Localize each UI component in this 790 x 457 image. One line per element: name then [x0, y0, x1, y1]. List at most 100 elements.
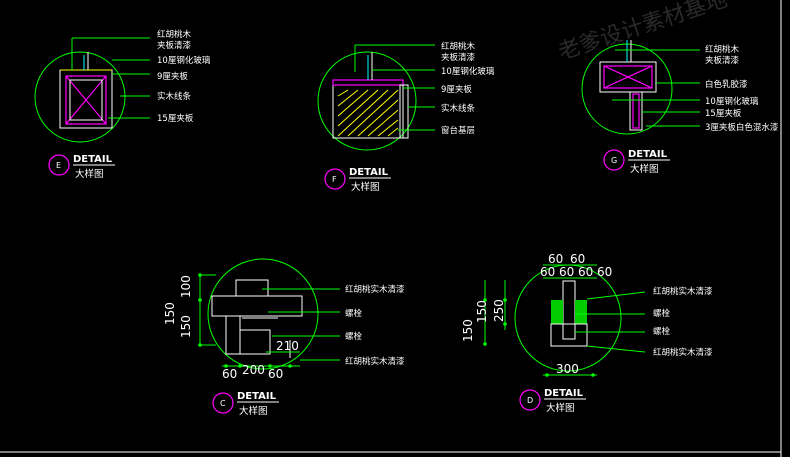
detail-d-dim-v-1: 150: [475, 300, 489, 323]
detail-c-circle: [207, 258, 319, 370]
detail-g-header-box: [599, 61, 657, 93]
detail-c-hdim-dot-1: [224, 364, 228, 368]
detail-d-dim-b: 300: [556, 362, 579, 376]
detail-d: 60 60 60 60 60 60 150 150 250 300 红胡桃实木清…: [461, 252, 713, 414]
detail-d-vdim-dot-1: [483, 298, 487, 302]
detail-g-title: DETAIL: [628, 149, 668, 160]
detail-f-trim: [399, 84, 409, 139]
detail-g-label-5: 15厘夹板: [705, 108, 742, 119]
detail-e-title: DETAIL: [73, 154, 113, 165]
detail-d-vdim-dot-3: [503, 298, 507, 302]
detail-g: 红胡桃木 夹板清漆 白色乳胶漆 10厘钢化玻璃 15厘夹板 3厘夹板白色混水漆 …: [581, 40, 779, 175]
detail-d-tag: D: [527, 396, 533, 405]
detail-d-leader-4: [586, 345, 646, 353]
detail-c-title: DETAIL: [237, 391, 277, 402]
detail-c-hdim-dot-4: [288, 364, 292, 368]
detail-g-post: [629, 91, 643, 131]
detail-d-base: [550, 323, 588, 347]
detail-d-tag-circle: [519, 389, 541, 411]
detail-c-label-4: 红胡桃实木清漆: [345, 356, 405, 367]
detail-c-vdim-dot-1: [198, 273, 202, 277]
detail-c-bottom-block: [239, 329, 271, 355]
detail-c-left-leg: [225, 315, 241, 355]
detail-c-dim-right: 210: [276, 339, 299, 353]
detail-c-label-3: 螺栓: [345, 331, 363, 342]
detail-f-circle: [317, 51, 417, 151]
detail-g-label-1: 红胡桃木: [705, 44, 740, 55]
detail-d-right-pad: [575, 300, 587, 324]
detail-d-label-1: 红胡桃实木清漆: [653, 286, 713, 297]
detail-d-title: DETAIL: [544, 388, 584, 399]
detail-g-post-inner: [632, 93, 640, 129]
detail-d-dim-t1-1: 60: [548, 252, 563, 266]
detail-f-label-1: 红胡桃木: [441, 41, 476, 52]
detail-c-tag: C: [220, 399, 226, 408]
detail-c-tag-circle: [212, 392, 234, 414]
detail-g-tag: G: [611, 156, 617, 165]
detail-d-label-3: 螺栓: [653, 326, 671, 337]
detail-f: 红胡桃木 夹板清漆 10厘钢化玻璃 9厘夹板 实木线条 窗台基层 F DETAI…: [317, 41, 495, 193]
detail-c-hdim-dot-2: [238, 364, 242, 368]
detail-c-label-1: 红胡桃实木清漆: [345, 284, 405, 295]
detail-e-tag-circle: [48, 154, 70, 176]
detail-c-subtitle: 大样图: [239, 405, 268, 417]
detail-e-label-4: 9厘夹板: [157, 71, 188, 82]
detail-f-label-4: 9厘夹板: [441, 84, 472, 95]
detail-e-label-2: 夹板清漆: [157, 40, 192, 51]
detail-e-label-5: 实木线条: [157, 91, 192, 102]
detail-d-dim-t2-4: 60: [597, 265, 612, 279]
detail-d-dim-t2-2: 60: [559, 265, 574, 279]
detail-e-circle: [34, 51, 126, 143]
detail-c-dim-b-2: 200: [242, 363, 265, 377]
detail-e-core: [69, 79, 103, 121]
detail-d-label-2: 螺栓: [653, 308, 671, 319]
detail-f-title: DETAIL: [349, 167, 389, 178]
detail-c-dim-v-outer: 150: [163, 302, 177, 325]
detail-d-label-4: 红胡桃实木清漆: [653, 347, 713, 358]
detail-d-dim-t2-1: 60: [540, 265, 555, 279]
detail-c-top-block: [235, 279, 269, 297]
detail-d-hdim-dot-2: [591, 373, 595, 377]
detail-d-left-pad: [551, 300, 563, 324]
detail-g-label-2: 夹板清漆: [705, 55, 740, 66]
detail-e-label-3: 10厘钢化玻璃: [157, 55, 211, 66]
detail-d-dim-t2-3: 60: [578, 265, 593, 279]
detail-c-dim-v-2: 150: [179, 315, 193, 338]
detail-f-tag-circle: [324, 168, 346, 190]
detail-g-cross-2: [603, 65, 653, 89]
detail-d-center-post: [562, 280, 576, 340]
detail-d-subtitle: 大样图: [546, 402, 575, 414]
detail-c-cross-bar: [211, 295, 303, 317]
detail-e-tag: E: [56, 161, 61, 170]
detail-c-label-2: 螺栓: [345, 308, 363, 319]
detail-c-dim-b-3: 60: [268, 367, 283, 381]
detail-c: 150 100 150 60 200 60 210 红胡桃实木清漆 螺栓 螺栓 …: [163, 258, 405, 417]
detail-e-label-6: 15厘夹板: [157, 113, 194, 124]
detail-g-tag-circle: [603, 149, 625, 171]
detail-f-label-6: 窗台基层: [441, 125, 475, 136]
detail-g-label-6: 3厘夹板白色混水漆: [705, 122, 779, 133]
detail-c-vdim-dot-3: [198, 343, 202, 347]
detail-e: 红胡桃木 夹板清漆 10厘钢化玻璃 9厘夹板 实木线条 15厘夹板 E DETA…: [34, 29, 211, 180]
detail-d-vdim-dot-2: [483, 342, 487, 346]
detail-c-dim-b-1: 60: [222, 367, 237, 381]
detail-f-label-3: 10厘钢化玻璃: [441, 66, 495, 77]
detail-d-dim-v-outer: 150: [461, 319, 475, 342]
detail-d-vdim-dot-4: [503, 322, 507, 326]
detail-d-dim-v-2: 250: [492, 299, 506, 322]
detail-g-subtitle: 大样图: [630, 163, 659, 175]
detail-d-leader-1: [586, 291, 646, 300]
detail-g-label-4: 10厘钢化玻璃: [705, 96, 759, 107]
detail-f-label-5: 实木线条: [441, 103, 476, 114]
detail-e-inner-frame: [65, 75, 107, 125]
detail-f-hatch: [337, 89, 399, 137]
detail-f-tag: F: [332, 175, 337, 184]
detail-e-cross-2: [65, 75, 107, 125]
detail-d-dim-t1-2: 60: [570, 252, 585, 266]
detail-e-subtitle: 大样图: [75, 168, 104, 180]
detail-f-cap: [332, 79, 404, 86]
detail-c-vdim-dot-2: [198, 298, 202, 302]
detail-f-label-2: 夹板清漆: [441, 52, 476, 63]
detail-g-header-inner: [603, 65, 653, 89]
